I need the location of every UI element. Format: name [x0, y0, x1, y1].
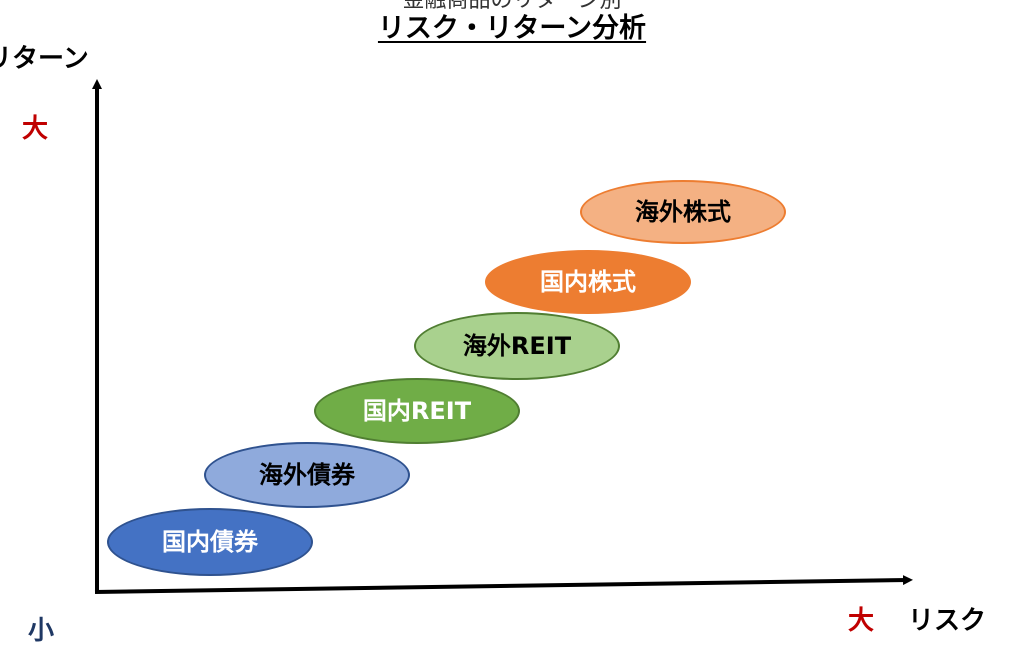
diagram-title-text: リスク・リターン分析 — [377, 13, 647, 44]
asset-foreign-bonds: 海外債券 — [204, 442, 410, 508]
asset-label: 海外株式 — [635, 198, 731, 226]
asset-label: 国内債券 — [162, 528, 258, 556]
diagram-title: リスク・リターン分析 — [0, 12, 1024, 46]
asset-label: 国内株式 — [540, 268, 636, 296]
asset-domestic-stocks: 国内株式 — [485, 250, 691, 314]
diagram-subtitle: 金融商品のリターン別 — [402, 0, 622, 13]
origin-low-label: 小 — [28, 616, 55, 646]
asset-foreign-reit: 海外REIT — [414, 312, 620, 380]
asset-foreign-stocks: 海外株式 — [580, 180, 786, 244]
asset-domestic-bonds: 国内債券 — [107, 508, 313, 576]
asset-domestic-reit: 国内REIT — [314, 378, 520, 444]
x-axis-high-label: 大 — [848, 606, 875, 636]
y-axis-high-label: 大 — [22, 114, 49, 144]
asset-label: 国内REIT — [362, 397, 472, 425]
x-axis-line — [94, 575, 913, 594]
asset-label: 海外REIT — [462, 332, 572, 360]
y-axis-label: リターン — [0, 44, 89, 74]
x-axis-label: リスク — [908, 606, 987, 636]
asset-label: 海外債券 — [259, 461, 355, 489]
